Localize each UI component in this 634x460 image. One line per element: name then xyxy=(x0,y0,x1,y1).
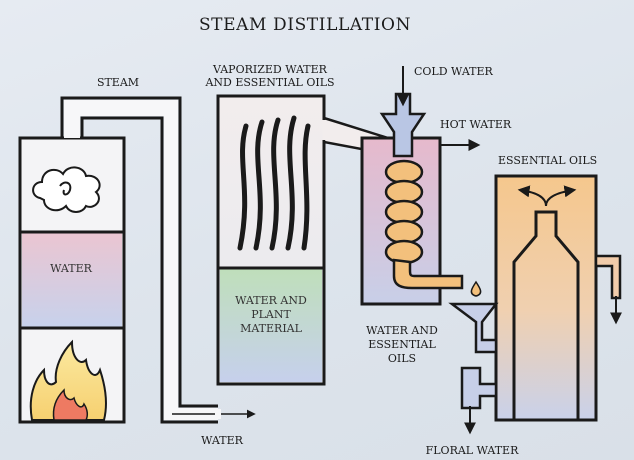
steam-pipe xyxy=(60,96,218,424)
steam-cloud-icon xyxy=(32,166,101,213)
label-vaporized-1: VAPORIZED WATER xyxy=(212,63,328,76)
label-essential-oils: ESSENTIAL OILS xyxy=(498,154,597,167)
label-hot-water: HOT WATER xyxy=(440,118,512,131)
label-floral-water: FLORAL WATER xyxy=(426,444,519,457)
condenser-coil xyxy=(384,159,464,290)
vapor-wisps-icon xyxy=(237,115,311,251)
label-boiler-water: WATER xyxy=(50,262,92,275)
plant-material-layer xyxy=(220,268,322,382)
label-water-essential-1: WATER AND xyxy=(366,324,438,337)
label-cold-water: COLD WATER xyxy=(414,65,494,78)
label-steam: STEAM xyxy=(97,76,139,89)
cold-water-inlet xyxy=(379,66,427,158)
label-plant-1: WATER AND xyxy=(235,294,307,307)
fire-flame-icon xyxy=(29,339,108,421)
label-water-essential-2: ESSENTIAL xyxy=(368,338,436,351)
label-plant-3: MATERIAL xyxy=(240,322,303,335)
droplet-icon xyxy=(470,280,482,297)
separator-flask xyxy=(494,174,622,422)
boiler-water xyxy=(22,232,122,328)
inlet-funnel xyxy=(448,302,499,435)
label-water-essential-3: OILS xyxy=(388,352,416,365)
label-vaporized-2: AND ESSENTIAL OILS xyxy=(204,76,334,89)
label-plant-2: PLANT xyxy=(251,308,291,321)
diagram-title: STEAM DISTILLATION xyxy=(199,15,411,35)
label-water-bottom: WATER xyxy=(201,434,243,447)
